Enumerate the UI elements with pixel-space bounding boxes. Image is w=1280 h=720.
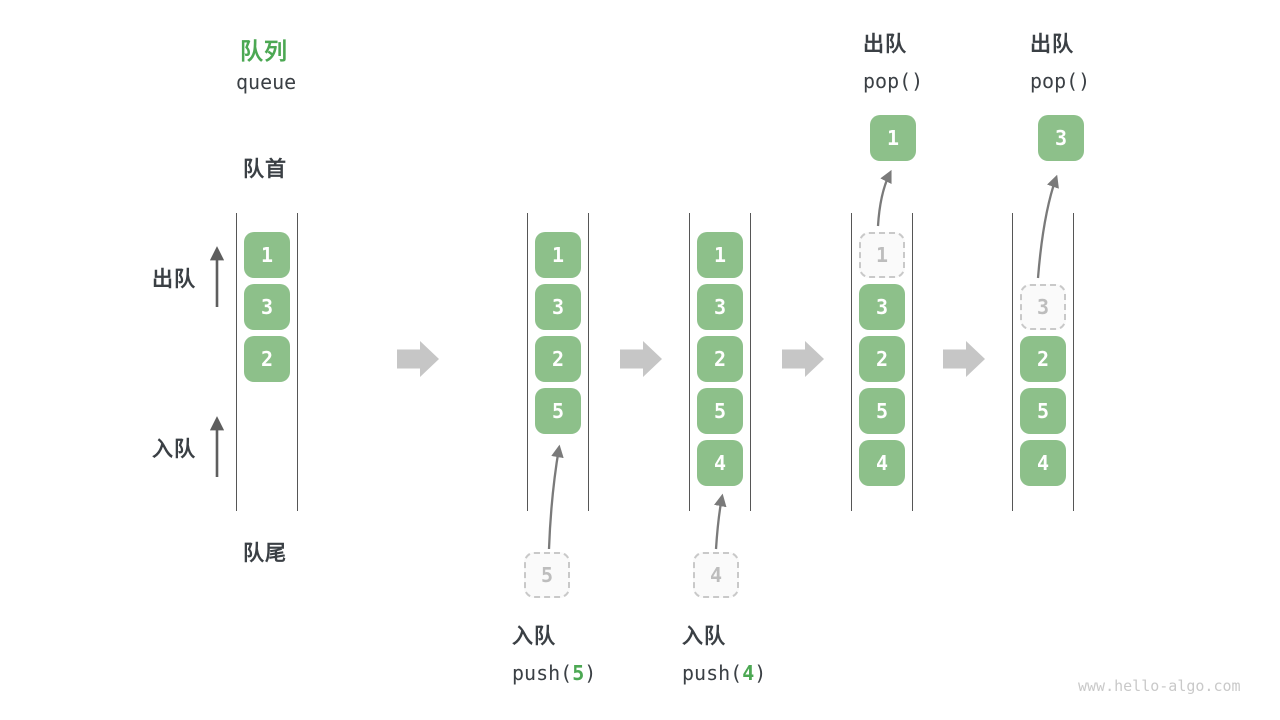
push4-operation-label: 入队 push(4) [682,620,766,685]
push5-code: push(5) [512,661,596,685]
code-arg: 5 [572,661,585,685]
dequeue-side-label: 出队 [152,268,196,291]
pop2-code: pop() [1030,69,1091,93]
queue-item: 4 [859,440,905,486]
push5-operation-label: 入队 push(5) [512,620,596,685]
queue-item: 3 [859,284,905,330]
queue-state-5: 3 2 5 4 [1012,213,1074,511]
code-text: push( [682,661,743,685]
queue-item: 5 [697,388,743,434]
code-text: push( [512,661,573,685]
queue-item: 1 [697,232,743,278]
push5-zh-label: 入队 [512,625,556,648]
enqueue-side-label: 入队 [152,438,196,461]
code-text: ) [754,661,767,685]
code-arg: 4 [742,661,755,685]
queue-state-3: 1 3 2 5 4 [689,213,751,511]
state-transition-arrow-icon [397,341,439,377]
state-transition-arrow-icon [782,341,824,377]
queue-item: 4 [1020,440,1066,486]
queue-item: 3 [697,284,743,330]
pop-result-box: 1 [870,115,916,161]
push4-code: push(4) [682,661,766,685]
watermark: www.hello-algo.com [1078,677,1241,695]
push-ghost-box: 5 [524,552,570,598]
queue-rear-label: 队尾 [243,542,287,565]
diagram-title-zh: 队列 [240,38,288,64]
queue-item: 5 [1020,388,1066,434]
pop2-zh-label: 出队 [1030,33,1074,56]
queue-item: 1 [535,232,581,278]
popped-item-ghost: 3 [1020,284,1066,330]
queue-item: 2 [1020,336,1066,382]
queue-item: 2 [535,336,581,382]
state-transition-arrow-icon [620,341,662,377]
push-ghost-box: 4 [693,552,739,598]
state-transition-arrow-icon [943,341,985,377]
queue-item: 2 [697,336,743,382]
pop2-operation-label: 出队 pop() [1030,28,1090,93]
queue-item: 2 [859,336,905,382]
code-text: ) [584,661,597,685]
queue-item: 2 [244,336,290,382]
pop-result-box: 3 [1038,115,1084,161]
queue-item: 3 [244,284,290,330]
queue-item: 5 [535,388,581,434]
queue-item: 1 [244,232,290,278]
queue-state-1: 1 3 2 [236,213,298,511]
queue-state-4: 1 3 2 5 4 [851,213,913,511]
push4-zh-label: 入队 [682,625,726,648]
diagram-title-en: queue [236,70,297,94]
pop1-code: pop() [863,69,924,93]
queue-item: 4 [697,440,743,486]
queue-front-label: 队首 [243,158,287,181]
pop1-zh-label: 出队 [863,33,907,56]
popped-item-ghost: 1 [859,232,905,278]
queue-item: 3 [535,284,581,330]
queue-item: 5 [859,388,905,434]
pop1-operation-label: 出队 pop() [863,28,923,93]
queue-state-2: 1 3 2 5 [527,213,589,511]
